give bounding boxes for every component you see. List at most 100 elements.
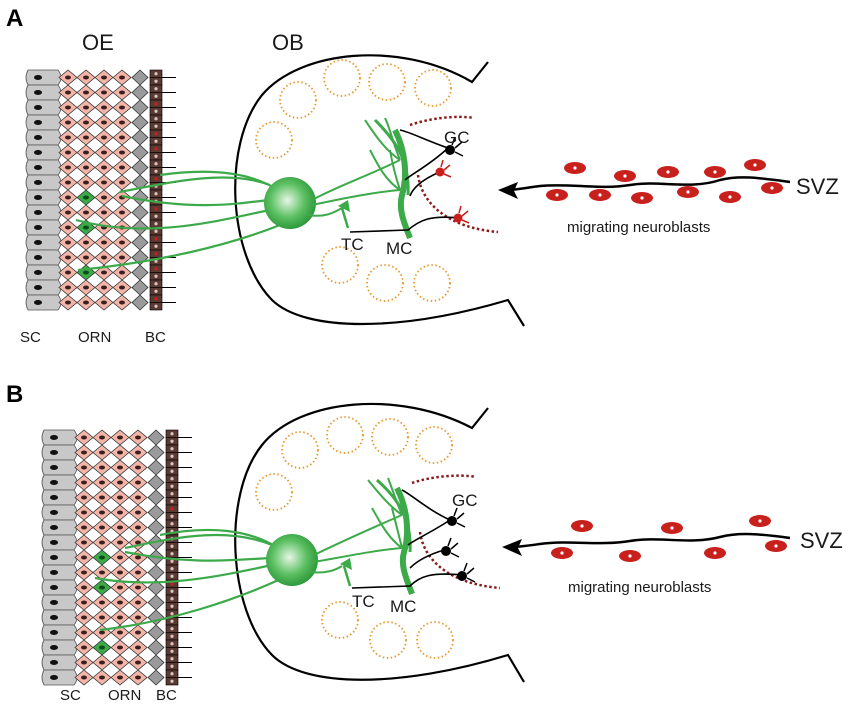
orn-nucleus [135, 510, 141, 515]
panel-letter: B [6, 381, 23, 408]
orn-nucleus [101, 210, 107, 215]
basal-cell-nucleus [170, 642, 174, 646]
supporting-cell [25, 99, 62, 116]
granule-cell-black [441, 507, 476, 583]
orn-nucleus [101, 120, 107, 125]
orn-nucleus [81, 465, 87, 470]
orn-nucleus [65, 255, 71, 260]
orn-nucleus [83, 210, 89, 215]
orn-nucleus [101, 135, 107, 140]
orn-nucleus [135, 480, 141, 485]
tc-label: TC [352, 592, 375, 611]
basal-cell-nucleus [170, 544, 174, 548]
bc-label: BC [145, 329, 166, 346]
mature-cell [147, 504, 165, 521]
orn-nucleus [101, 270, 107, 275]
orn-nucleus [101, 285, 107, 290]
mature-cell [131, 114, 149, 131]
orn-nucleus [101, 150, 107, 155]
supporting-cell [41, 654, 78, 671]
orn-nucleus [117, 675, 123, 680]
basal-cell-nucleus [154, 169, 158, 173]
basal-cell-nucleus [154, 109, 158, 113]
basal-cell-nucleus [170, 657, 174, 661]
active-glomerulus [266, 534, 318, 586]
orn-label: ORN [78, 329, 111, 346]
orn-nucleus [101, 180, 107, 185]
panel-letter: A [6, 5, 23, 32]
basal-cell-nucleus [154, 94, 158, 98]
olfactory-bulb-outline [234, 402, 525, 683]
orn-nucleus [99, 540, 105, 545]
orn-nucleus [81, 660, 87, 665]
orn-nucleus [81, 645, 87, 650]
migrating-neuroblasts-label: migrating neuroblasts [568, 579, 711, 596]
supporting-cell-nucleus [34, 120, 42, 125]
basal-cell-nucleus [170, 604, 174, 608]
basal-cell-nucleus [154, 214, 158, 218]
orn-nucleus [119, 240, 125, 245]
orn-nucleus [117, 495, 123, 500]
orn-nucleus [99, 570, 105, 575]
orn-nucleus [119, 180, 125, 185]
basal-cell-nucleus [170, 514, 174, 518]
orn-nucleus [117, 645, 123, 650]
orn-nucleus [65, 90, 71, 95]
svz-label: SVZ [800, 528, 843, 553]
supporting-cell [25, 159, 62, 176]
basal-cell-nucleus [154, 237, 158, 241]
basal-cell-nucleus [170, 454, 174, 458]
orn-nucleus [117, 585, 123, 590]
basal-cell-nucleus [154, 124, 158, 128]
orn-nucleus [119, 210, 125, 215]
mature-cell [131, 294, 149, 311]
basal-cell-nucleus [154, 282, 158, 286]
basal-cell-nucleus [154, 87, 158, 91]
supporting-cell-nucleus [50, 675, 58, 680]
orn-nucleus [119, 255, 125, 260]
supporting-cell [25, 129, 62, 146]
orn-axons [75, 170, 281, 272]
supporting-cell-nucleus [34, 105, 42, 110]
orn-nucleus [101, 300, 107, 305]
supporting-cell [41, 609, 78, 626]
orn-nucleus [117, 660, 123, 665]
basal-cell-nucleus [170, 649, 174, 653]
orn-nucleus [99, 435, 105, 440]
orn-nucleus [119, 135, 125, 140]
orn-axons [94, 528, 284, 632]
granule-cell-circuitry [351, 489, 463, 589]
basal-cell-nucleus [154, 154, 158, 158]
orn-nucleus [65, 105, 71, 110]
supporting-cell [41, 504, 78, 521]
orn-nucleus [119, 90, 125, 95]
mature-cell [147, 624, 165, 641]
mature-cell [131, 159, 149, 176]
orn-nucleus [135, 495, 141, 500]
panel-a: A OE OB [6, 5, 839, 346]
orn-nucleus [81, 630, 87, 635]
orn-nucleus [99, 615, 105, 620]
mature-cell [147, 654, 165, 671]
basal-cell-nucleus [154, 229, 158, 233]
orn-nucleus [117, 435, 123, 440]
basal-cell-nucleus [170, 559, 174, 563]
supporting-cell [41, 549, 78, 566]
migration-arrow [498, 182, 518, 199]
orn-nucleus [81, 600, 87, 605]
mature-cell [147, 429, 165, 446]
supporting-cell [25, 114, 62, 131]
orn-nucleus [65, 225, 71, 230]
orn-nucleus [81, 585, 87, 590]
mitral-tufted-cells [307, 117, 401, 217]
orn-nucleus [135, 540, 141, 545]
supporting-cell [25, 144, 62, 161]
supporting-cell-nucleus [34, 240, 42, 245]
supporting-cell-nucleus [34, 255, 42, 260]
orn-nucleus [99, 480, 105, 485]
granule-layer-boundary [409, 115, 499, 234]
orn-nucleus [99, 450, 105, 455]
basal-cell-nucleus [170, 672, 174, 676]
supporting-cell [25, 264, 62, 281]
supporting-cell-nucleus [34, 180, 42, 185]
